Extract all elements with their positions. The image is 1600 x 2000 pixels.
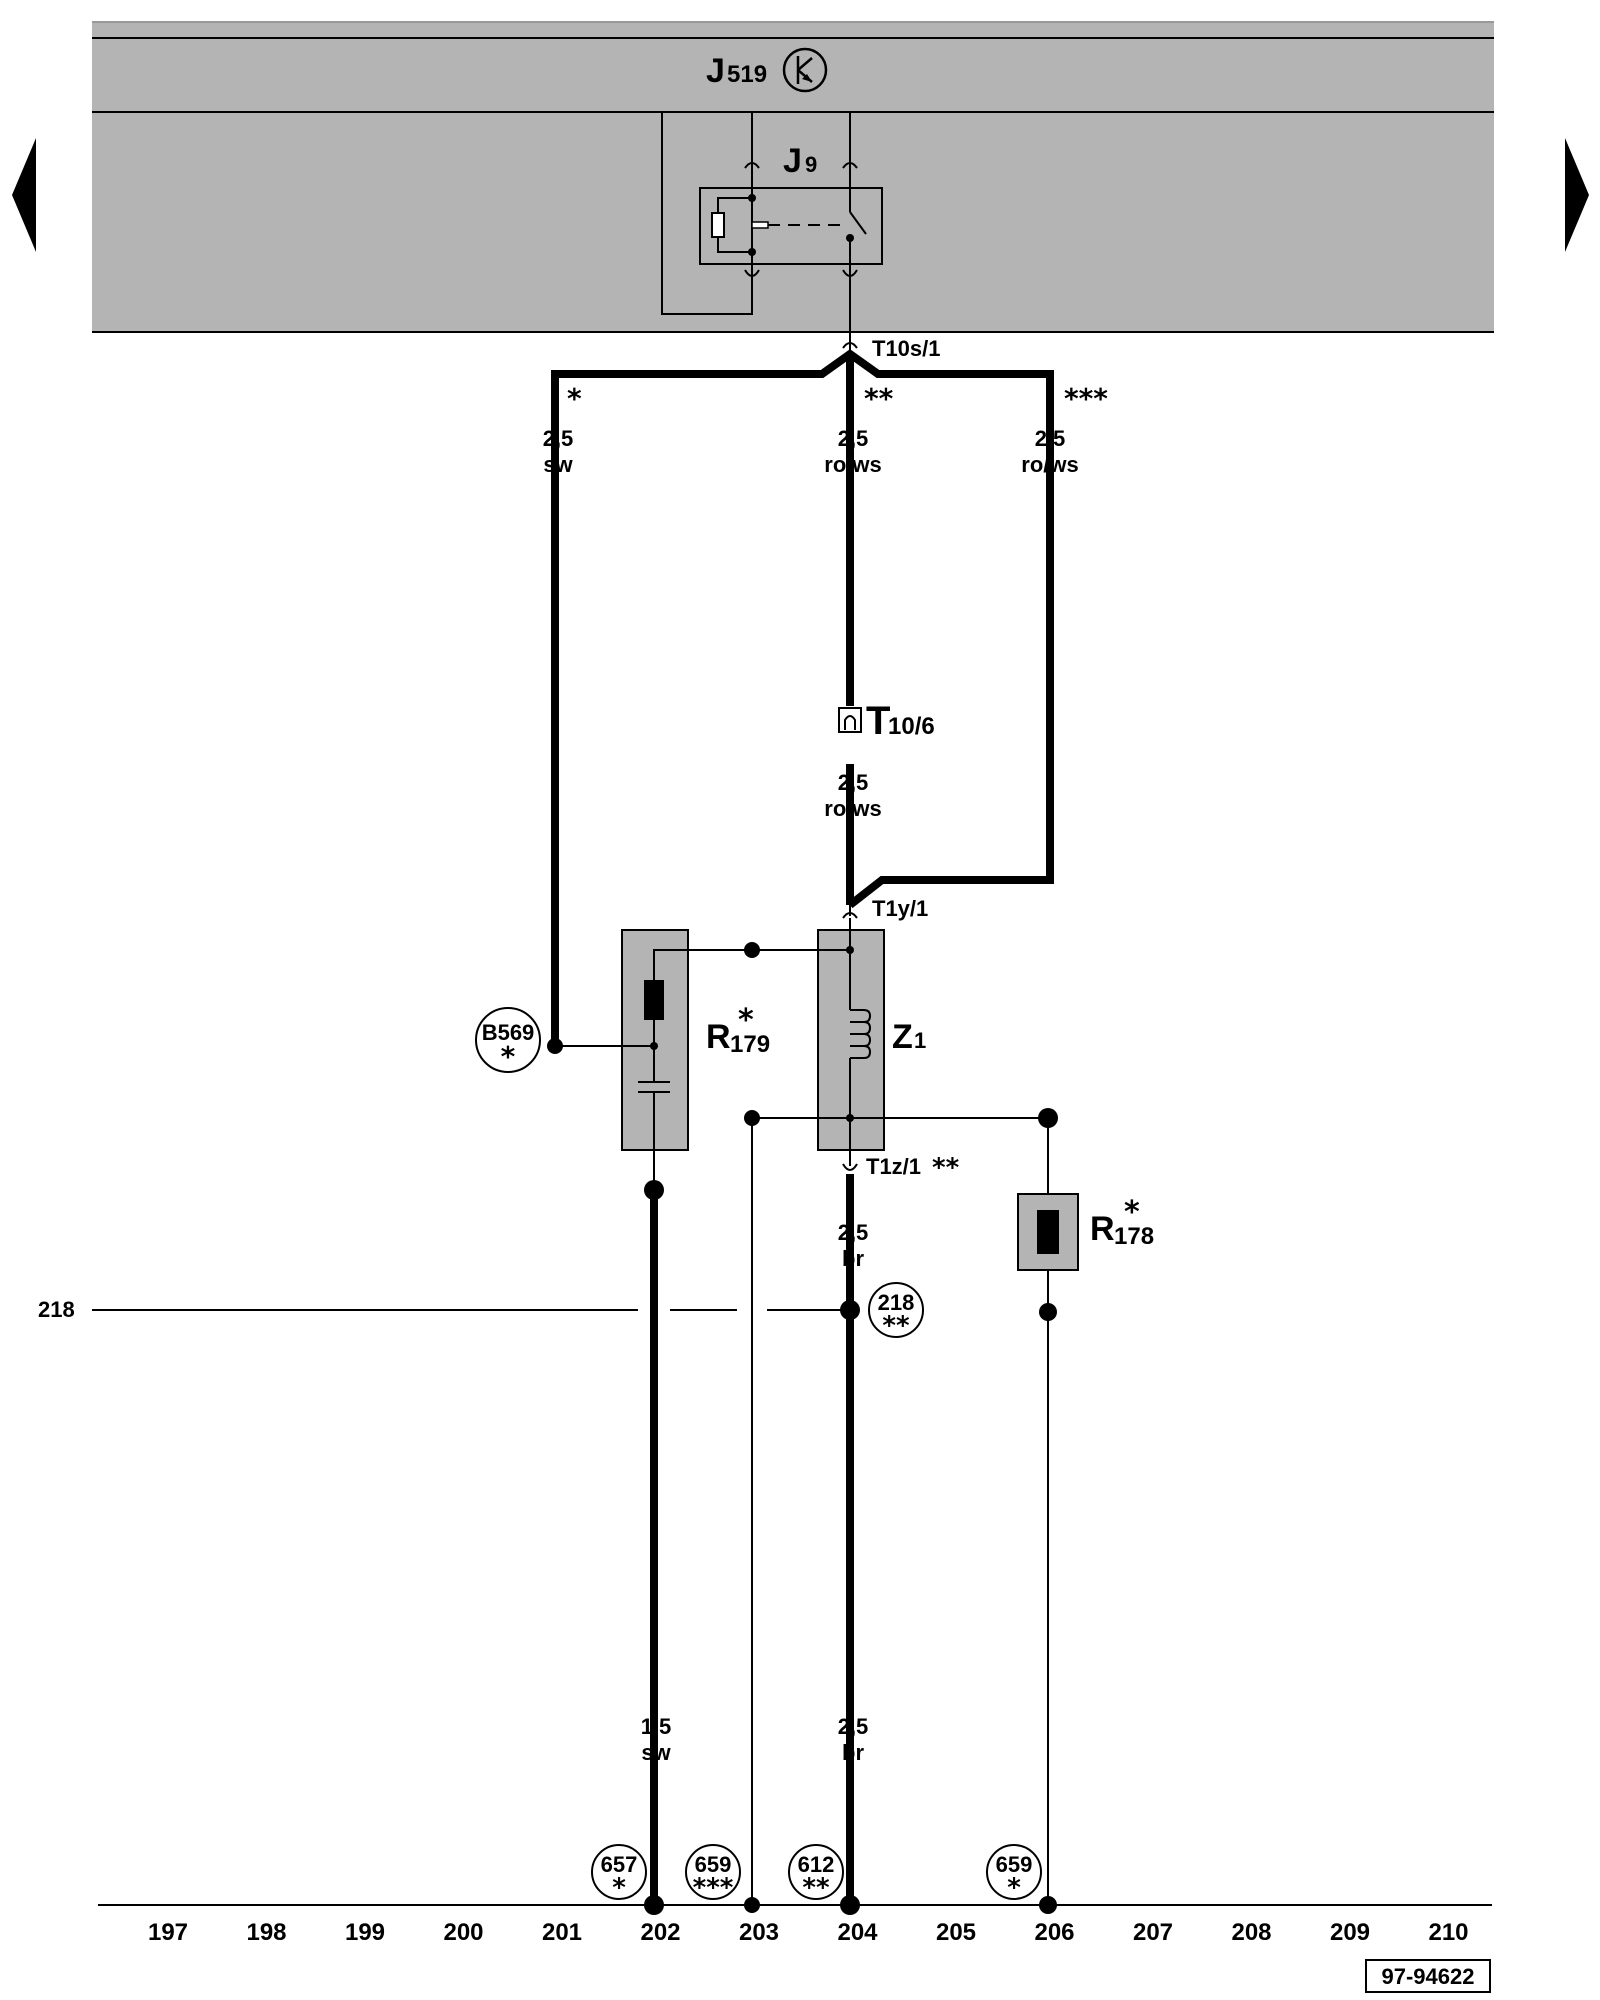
reference-659-b-star: * bbox=[1007, 1873, 1021, 1903]
track-number: 206 bbox=[1034, 1919, 1074, 1946]
wire-4-color: ro/ws bbox=[824, 796, 881, 821]
z1-name: Z bbox=[892, 1018, 913, 1056]
thick-wires bbox=[551, 349, 1054, 1905]
track-number: 208 bbox=[1231, 1919, 1271, 1946]
wire-3-color: ro/ws bbox=[1021, 452, 1078, 477]
wire-2-size: 2,5 bbox=[838, 426, 869, 451]
diagram-code-box: 97-94622 bbox=[1365, 1959, 1491, 1993]
r179-sub: 179 bbox=[730, 1031, 770, 1058]
connector-t10-6-sub: 10/6 bbox=[888, 713, 935, 740]
control-module-j519: J 519 bbox=[92, 21, 1494, 333]
transistor-symbol-icon bbox=[782, 47, 828, 93]
track-number: 202 bbox=[640, 1919, 680, 1946]
reference-657-star: * bbox=[612, 1873, 626, 1903]
reference-659-b-label: 659 bbox=[996, 1852, 1033, 1877]
wire-5-color: br bbox=[842, 1246, 864, 1271]
reference-b569[interactable]: B569 * bbox=[475, 1007, 541, 1073]
reference-612-stars: ** bbox=[802, 1873, 830, 1903]
reference-b569-label: B569 bbox=[482, 1020, 535, 1045]
relay-j9: J 9 bbox=[661, 112, 883, 350]
connector-t10-6-name: T bbox=[866, 699, 890, 743]
wire-1-color: sw bbox=[543, 452, 573, 477]
wire-7-color: br bbox=[842, 1740, 864, 1765]
module-j519-name: J bbox=[706, 52, 725, 90]
wire-3-size: 2,5 bbox=[1035, 426, 1066, 451]
component-z1: Z 1 bbox=[752, 918, 926, 1166]
connector-t1z1-label: T1z/1 bbox=[866, 1154, 921, 1179]
wire-6-size: 1,5 bbox=[641, 1714, 672, 1739]
track-218-line: 218 bbox=[38, 1297, 860, 1322]
wire-4-size: 2,5 bbox=[838, 770, 869, 795]
track-number: 200 bbox=[443, 1919, 483, 1946]
track-number: 197 bbox=[148, 1919, 188, 1946]
reference-659-a-stars: *** bbox=[693, 1873, 734, 1903]
wire-3-option-stars: *** bbox=[1064, 382, 1108, 415]
wire-1-size: 2,5 bbox=[543, 426, 574, 451]
wire-2-color: ro/ws bbox=[824, 452, 881, 477]
reference-612[interactable]: 612 ** bbox=[788, 1844, 844, 1903]
track-number: 209 bbox=[1330, 1919, 1370, 1946]
r179-name: R bbox=[706, 1018, 731, 1056]
connector-t10-6: T 10/6 bbox=[838, 699, 935, 743]
track-numbers: 197 198 199 200 201 202 203 204 205 206 207 208 209 2… bbox=[148, 1919, 1469, 1946]
reference-218-label: 218 bbox=[878, 1290, 915, 1315]
next-page-arrow-icon[interactable] bbox=[1565, 138, 1589, 252]
reference-659-a[interactable]: 659 *** bbox=[685, 1844, 741, 1903]
wire-5-size: 2,5 bbox=[838, 1220, 869, 1245]
connector-t1z1-stars: ** bbox=[932, 1153, 960, 1183]
wire-2-option-stars: ** bbox=[864, 382, 894, 415]
wire-1-option-star: * bbox=[567, 382, 582, 415]
track-number: 201 bbox=[542, 1919, 582, 1946]
component-r179: R * 179 bbox=[547, 929, 770, 1200]
track-number: 199 bbox=[345, 1919, 385, 1946]
left-track-label: 218 bbox=[38, 1297, 75, 1322]
reference-218[interactable]: 218 ** bbox=[868, 1282, 924, 1341]
reference-612-label: 612 bbox=[798, 1852, 835, 1877]
r178-name: R bbox=[1090, 1210, 1115, 1248]
component-r178: R * 178 bbox=[744, 1108, 1154, 1905]
track-number: 203 bbox=[739, 1919, 779, 1946]
connector-t1z1-symbol bbox=[842, 1163, 858, 1171]
track-number: 205 bbox=[936, 1919, 976, 1946]
module-j519-sub: 519 bbox=[727, 61, 767, 88]
track-number: 204 bbox=[837, 1919, 878, 1946]
wire-6-color: sw bbox=[641, 1740, 671, 1765]
reference-657[interactable]: 657 * bbox=[591, 1844, 647, 1903]
connector-t1y1-label: T1y/1 bbox=[872, 896, 928, 921]
reference-659-b[interactable]: 659 * bbox=[986, 1844, 1042, 1903]
relay-j9-sub: 9 bbox=[805, 152, 817, 177]
connector-t1y1-symbol bbox=[842, 912, 858, 919]
reference-657-label: 657 bbox=[601, 1852, 638, 1877]
track-number: 210 bbox=[1428, 1919, 1468, 1946]
previous-page-arrow-icon[interactable] bbox=[12, 138, 36, 252]
relay-j9-name: J bbox=[783, 142, 802, 180]
r179-star: * bbox=[738, 1003, 754, 1038]
connector-t10s1-symbol bbox=[842, 342, 858, 349]
wire-7-size: 2,5 bbox=[838, 1714, 869, 1739]
z1-sub: 1 bbox=[914, 1028, 926, 1053]
reference-659-a-label: 659 bbox=[695, 1852, 732, 1877]
module-background bbox=[92, 22, 1494, 332]
track-number: 207 bbox=[1133, 1919, 1173, 1946]
connector-t10s1-label: T10s/1 bbox=[872, 336, 941, 361]
r178-star: * bbox=[1124, 1195, 1140, 1230]
diagram-code: 97-94622 bbox=[1382, 1964, 1475, 1989]
reference-218-stars: ** bbox=[882, 1311, 910, 1341]
reference-b569-star: * bbox=[501, 1040, 516, 1073]
track-number: 198 bbox=[246, 1919, 286, 1946]
r178-sub: 178 bbox=[1114, 1223, 1154, 1250]
